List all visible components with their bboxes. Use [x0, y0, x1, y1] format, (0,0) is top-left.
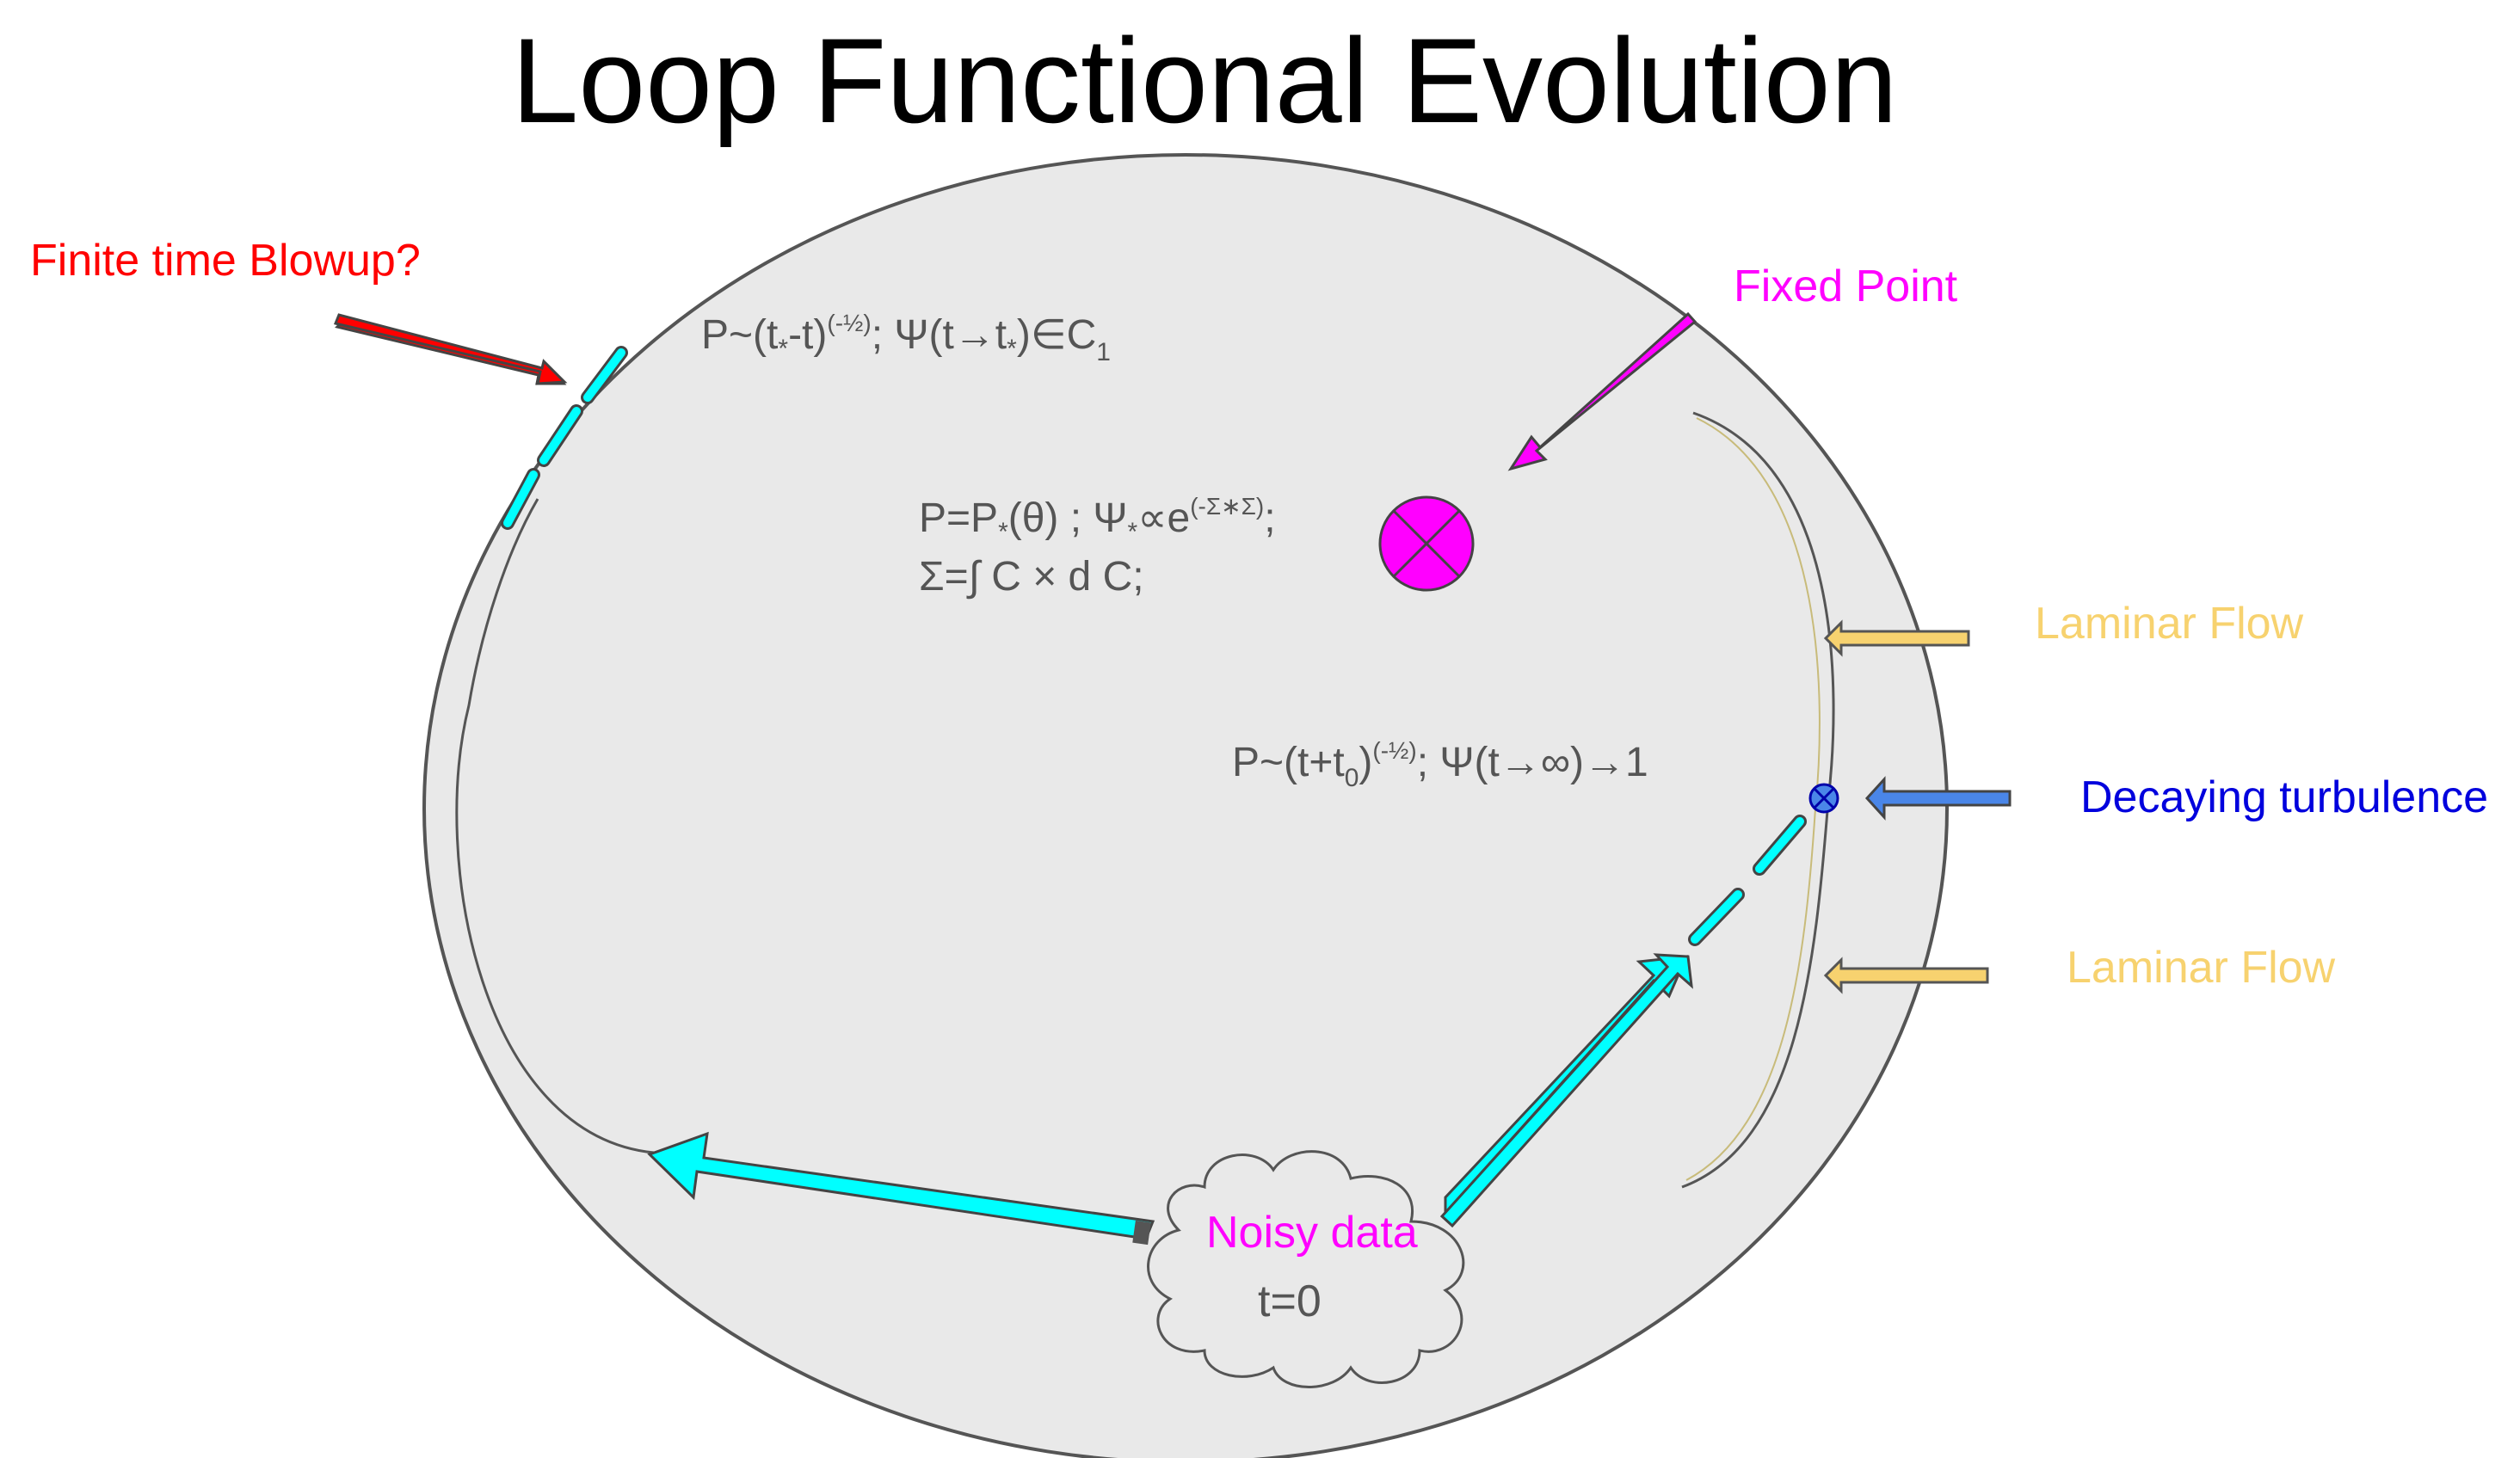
left-trajectory-curve: [455, 498, 655, 1154]
fixed-point-arrow: [1507, 311, 1697, 471]
initial-time-label: t=0: [1258, 1277, 1322, 1326]
decaying-turbulence-label: Decaying turbulence: [2080, 772, 2488, 822]
blowup-arrow: [333, 313, 568, 385]
laminar-flow-label-upper: Laminar Flow: [2035, 599, 2304, 649]
decaying-equation: P~(t+t0)(-½); Ψ(t→∞)→1: [1232, 737, 1648, 792]
evolution-arrow-up-right: [1439, 953, 1693, 1228]
evolution-arrow-left: [647, 1131, 1155, 1246]
finite-blowup-label: Finite time Blowup?: [30, 236, 421, 286]
blowup-equation: P~(t*-t)(-½); Ψ(t→t*)∈C1: [701, 310, 1111, 366]
noisy-data-cloud: [1147, 1150, 1465, 1388]
laminar-arrow-lower: [1823, 957, 1989, 994]
blowup-dash-segments: [501, 346, 628, 530]
laminar-arrow-upper: [1823, 619, 1970, 657]
fixed-point-equation-line2: Σ=∫ C × d C;: [919, 554, 1144, 600]
fixed-point-marker: [1378, 495, 1475, 592]
fixed-point-label: Fixed Point: [1734, 261, 1958, 311]
laminar-flow-label-lower: Laminar Flow: [2067, 943, 2336, 993]
decay-dash-segments: [1688, 815, 1807, 946]
function-space-ellipse: [422, 153, 1949, 1458]
diagram-title: Loop Functional Evolution: [511, 13, 1897, 148]
decaying-point-marker: [1808, 783, 1839, 814]
fixed-point-equation: P=P*(θ) ; Ψ*∝e(-Σ∗Σ);: [919, 493, 1276, 546]
decaying-arrow: [1864, 776, 2012, 821]
noisy-data-label: Noisy data: [1206, 1208, 1418, 1258]
